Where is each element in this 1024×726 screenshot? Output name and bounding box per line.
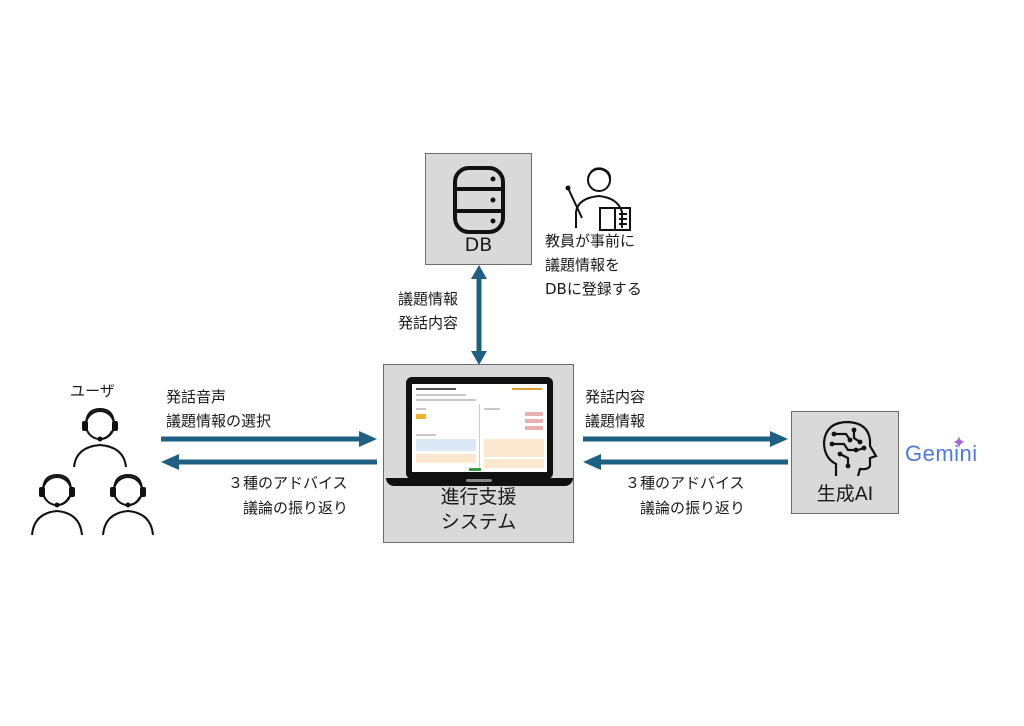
teacher-icon: [565, 167, 631, 231]
system-to-ai-line-2: 議題情報: [585, 412, 646, 430]
ai-box: 生成AI: [791, 411, 899, 514]
db-link-line-1: 議題情報: [398, 290, 459, 308]
db-label: DB: [464, 234, 493, 256]
db-system-arrow: [471, 265, 487, 365]
db-link-line-2: 発話内容: [398, 314, 459, 332]
system-box: 進行支援 システム: [383, 364, 574, 543]
gemini-logo: Gemini: [905, 441, 978, 466]
teacher-note-line-2: 議題情報を: [545, 256, 621, 274]
laptop-base: [386, 478, 573, 486]
ai-to-system-arrow: [583, 454, 788, 470]
database-icon: [453, 166, 505, 234]
system-label-line-2: システム: [440, 511, 517, 533]
system-to-user-arrow: [161, 454, 377, 470]
ai-to-system-line-1: ３種のアドバイス: [625, 474, 745, 492]
users-icon: [31, 407, 154, 536]
system-to-user-line-1: ３種のアドバイス: [228, 474, 348, 492]
system-label-line-1: 進行支援: [440, 486, 517, 508]
system-to-ai-line-1: 発話内容: [585, 388, 646, 406]
laptop-icon: [406, 377, 553, 479]
system-to-ai-arrow: [583, 431, 788, 447]
users-label: ユーザ: [70, 382, 115, 400]
user-to-system-line-2: 議題情報の選択: [166, 412, 272, 430]
sparkle-icon: [953, 436, 965, 448]
db-box: DB: [425, 153, 532, 265]
ai-label: 生成AI: [816, 483, 874, 505]
user-to-system-line-1: 発話音声: [166, 388, 227, 406]
laptop-screen: [412, 384, 547, 472]
ai-head-icon: [822, 420, 878, 477]
ai-to-system-line-2: 議論の振り返り: [640, 499, 746, 517]
teacher-note-line-1: 教員が事前に: [545, 232, 636, 250]
teacher-note-line-3: DBに登録する: [545, 280, 642, 298]
user-to-system-arrow: [161, 431, 377, 447]
system-to-user-line-2: 議論の振り返り: [243, 499, 349, 517]
